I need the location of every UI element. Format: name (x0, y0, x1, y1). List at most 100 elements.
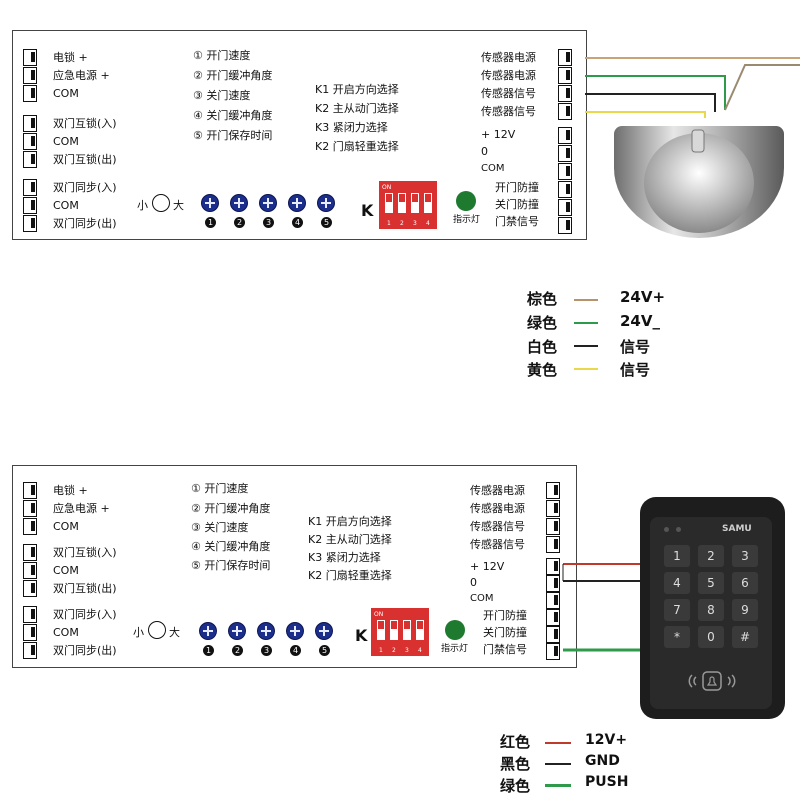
terminal (546, 626, 560, 643)
potentiometer-screw-icon[interactable] (259, 194, 277, 212)
legend-swatch (574, 368, 598, 370)
indicator-label: 指示灯 (453, 215, 481, 225)
terminal-label: 0 (470, 576, 477, 589)
dip-toggle[interactable] (385, 193, 393, 213)
terminal-label: 开门防撞 (495, 181, 539, 194)
dip-switch[interactable]: ON 1 2 3 4 (371, 608, 429, 656)
terminal-label: 应急电源 + (53, 502, 110, 515)
status-led-icon (676, 527, 681, 532)
dip-toggle[interactable] (390, 620, 398, 640)
legend-color-name: 白色 (527, 338, 558, 356)
terminal-label: 双门互锁(入) (53, 546, 117, 559)
key-2[interactable]: 2 (698, 545, 724, 567)
key-star[interactable]: * (664, 626, 690, 648)
terminal (23, 562, 37, 579)
terminal-label: 双门互锁(出) (53, 582, 117, 595)
terminal-label: 传感器电源 (470, 502, 525, 515)
terminal (558, 217, 572, 234)
potentiometer-screw-icon[interactable] (317, 194, 335, 212)
potentiometer-screw-icon[interactable] (257, 622, 275, 640)
terminal (558, 103, 572, 120)
dip-number: 1 (379, 647, 383, 654)
legend-swatch (574, 322, 598, 324)
terminal (23, 624, 37, 641)
potentiometer-screw-icon[interactable] (230, 194, 248, 212)
k-switch-label: K2 门扇轻重选择 (315, 140, 399, 153)
knob-small-label: 小 (133, 626, 144, 639)
keypad-face: SAMU 1 2 3 4 5 6 7 8 9 * 0 # (650, 517, 772, 709)
screw-number: 3 (261, 645, 272, 656)
terminal-label: 双门互锁(出) (53, 153, 117, 166)
function-label: ④ 关门缓冲角度 (193, 109, 273, 122)
key-7[interactable]: 7 (664, 599, 690, 621)
terminal-label: 应急电源 + (53, 69, 110, 82)
terminal-label: COM (481, 163, 505, 174)
terminal-label: 电锁 + (53, 484, 88, 497)
keypad-wires (562, 563, 645, 652)
legend-color-name: 红色 (500, 733, 531, 751)
dip-toggle[interactable] (398, 193, 406, 213)
terminal (558, 163, 572, 180)
terminal (23, 606, 37, 623)
knob-large-label: 大 (173, 199, 184, 212)
key-9[interactable]: 9 (732, 599, 758, 621)
terminal (546, 558, 560, 575)
potentiometer-screw-icon[interactable] (286, 622, 304, 640)
key-1[interactable]: 1 (664, 545, 690, 567)
key-4[interactable]: 4 (664, 572, 690, 594)
legend-color-name: 黄色 (527, 361, 558, 379)
potentiometer-screw-icon[interactable] (288, 194, 306, 212)
key-3[interactable]: 3 (732, 545, 758, 567)
terminal (23, 642, 37, 659)
legend-value: 24V+ (620, 288, 666, 306)
terminal-label: 传感器电源 (470, 484, 525, 497)
key-6[interactable]: 6 (732, 572, 758, 594)
key-0[interactable]: 0 (698, 626, 724, 648)
dip-toggle[interactable] (411, 193, 419, 213)
screw-number: 3 (263, 217, 274, 228)
function-label: ③ 关门速度 (191, 521, 249, 534)
potentiometer-screw-icon[interactable] (199, 622, 217, 640)
potentiometer-screw-icon[interactable] (315, 622, 333, 640)
terminal (546, 609, 560, 626)
dip-toggle[interactable] (377, 620, 385, 640)
k-switch-label: K3 紧闭力选择 (315, 121, 388, 134)
legend-color-name: 绿色 (527, 314, 558, 332)
knob-icon[interactable] (152, 194, 170, 212)
terminal-label: 电锁 + (53, 51, 88, 64)
function-label: ⑤ 开门保存时间 (193, 129, 273, 142)
dip-toggle[interactable] (424, 193, 432, 213)
legend-swatch (545, 742, 571, 744)
key-5[interactable]: 5 (698, 572, 724, 594)
access-keypad: SAMU 1 2 3 4 5 6 7 8 9 * 0 # (640, 497, 785, 719)
terminal-label: 门禁信号 (483, 643, 527, 656)
potentiometer-screw-icon[interactable] (228, 622, 246, 640)
legend-value: 信号 (620, 361, 651, 379)
terminal (558, 181, 572, 198)
k-switch-label: K3 紧闭力选择 (308, 551, 381, 564)
terminal (23, 67, 37, 84)
potentiometer-screw-icon[interactable] (201, 194, 219, 212)
function-label: ② 开门缓冲角度 (191, 502, 271, 515)
dip-switch[interactable]: ON 1 2 3 4 (379, 181, 437, 229)
terminal (23, 179, 37, 196)
sensor-wires (585, 57, 800, 118)
key-8[interactable]: 8 (698, 599, 724, 621)
dip-on-label: ON (374, 611, 384, 618)
legend-swatch (545, 784, 571, 787)
terminal (23, 518, 37, 535)
dip-toggle[interactable] (403, 620, 411, 640)
dip-number: 3 (413, 220, 417, 227)
screw-number: 5 (319, 645, 330, 656)
key-hash[interactable]: # (732, 626, 758, 648)
terminal-label: COM (53, 87, 79, 100)
terminal (23, 544, 37, 561)
k-switch-label: K2 主从动门选择 (315, 102, 399, 115)
terminal (546, 643, 560, 660)
terminal (558, 67, 572, 84)
function-label: ② 开门缓冲角度 (193, 69, 273, 82)
terminal (558, 85, 572, 102)
yellow-wire (585, 111, 706, 118)
knob-icon[interactable] (148, 621, 166, 639)
dip-toggle[interactable] (416, 620, 424, 640)
